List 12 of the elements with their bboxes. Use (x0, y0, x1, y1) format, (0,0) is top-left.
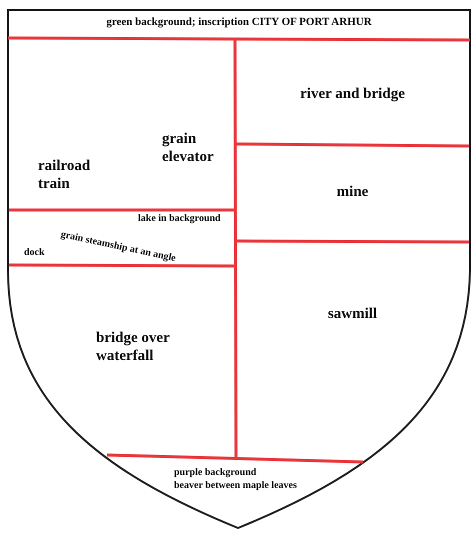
section-label: lake in background (138, 213, 222, 225)
section-label: beaver between maple leaves (174, 480, 298, 492)
section-label: dock (24, 247, 46, 259)
section-label: bridge over waterfall (96, 329, 170, 365)
section-label: grain elevator (162, 130, 215, 166)
section-label: river and bridge (299, 85, 406, 103)
section-label: purple background (174, 467, 258, 479)
section-label: grain steamship at an angle (60, 229, 178, 266)
section-label: sawmill (326, 305, 378, 323)
section-label: mine (336, 183, 370, 201)
section-label: green background; inscription CITY OF PORT ARHUR (105, 16, 373, 30)
section-label: railroad train (38, 157, 92, 193)
